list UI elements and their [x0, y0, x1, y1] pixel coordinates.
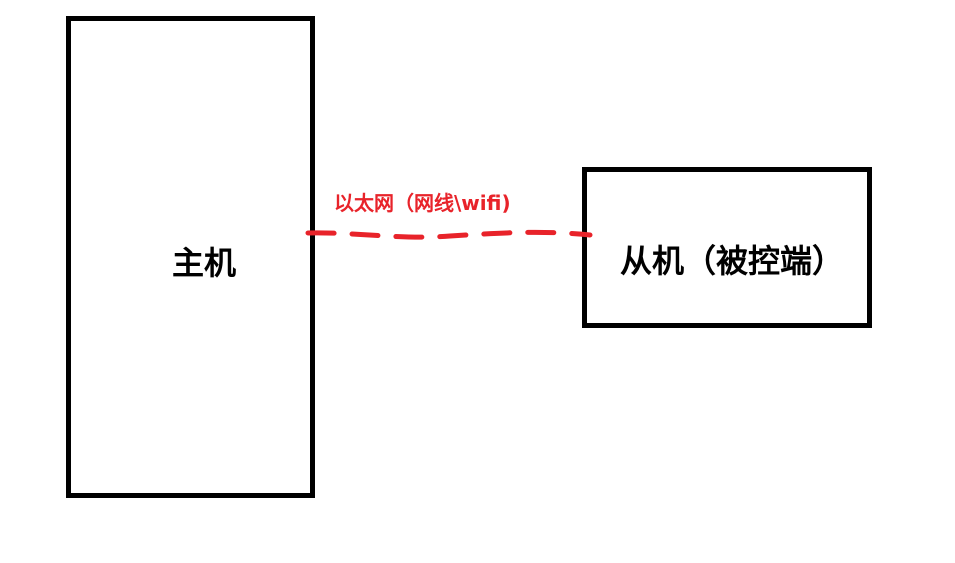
- host-node: [66, 16, 315, 498]
- connection-label: 以太网（网线\wifi): [334, 191, 511, 215]
- slave-node: [582, 167, 872, 328]
- slave-label: 从机（被控端）: [620, 242, 845, 280]
- host-label: 主机: [172, 244, 237, 282]
- connection-dashed-line: [305, 229, 593, 240]
